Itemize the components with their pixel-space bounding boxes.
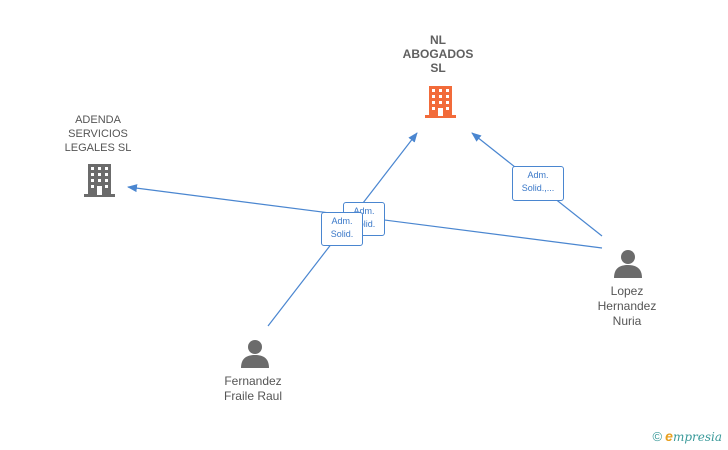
edge-label-fernandez-to-nl[interactable]: Adm. Solid. xyxy=(321,212,363,246)
empresia-watermark: ©empresia xyxy=(653,428,722,444)
node-label-nl-abogados[interactable]: NL ABOGADOS SL xyxy=(402,33,474,75)
edge-label-lopez-to-adenda[interactable]: Adm. Solid. xyxy=(343,202,385,236)
node-label-lopez[interactable]: Lopez Hernandez Nuria xyxy=(597,284,657,328)
building-icon[interactable] xyxy=(425,86,456,118)
brand-logo-initial: e xyxy=(665,428,673,444)
building-icon[interactable] xyxy=(84,164,115,197)
person-icon[interactable] xyxy=(614,250,642,278)
person-icon[interactable] xyxy=(241,340,269,368)
edge-label-lopez-to-nl[interactable]: Adm. Solid.,... xyxy=(512,166,564,201)
node-label-adenda[interactable]: ADENDA SERVICIOS LEGALES SL xyxy=(64,114,132,154)
node-label-fernandez[interactable]: Fernandez Fraile Raul xyxy=(223,374,283,403)
brand-logo-text: mpresia xyxy=(672,430,722,444)
copyright-symbol: © xyxy=(652,429,663,444)
